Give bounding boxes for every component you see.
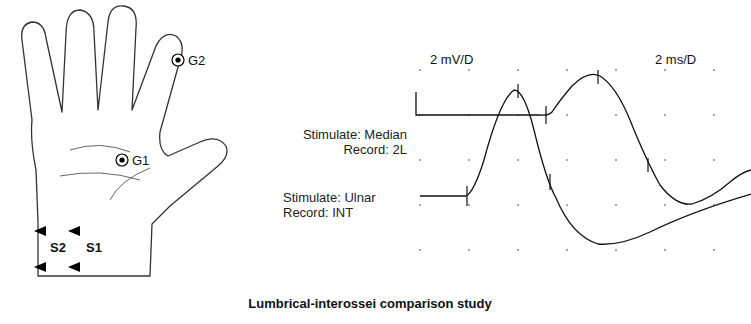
scale-label: 2 ms/D [655,52,696,67]
trace-label: Stimulate: Median Record: 2L [295,127,407,157]
electrode-label: G1 [132,153,149,168]
trace-label: Stimulate: Ulnar Record: INT [283,190,395,220]
stimulus-label: S2 [50,240,66,255]
stimulus-label: S1 [86,240,102,255]
scale-label: 2 mV/D [430,52,473,67]
electrode-label: G2 [188,53,205,68]
figure-caption: Lumbrical-interossei comparison study [248,296,491,311]
waveform-traces [416,74,751,244]
